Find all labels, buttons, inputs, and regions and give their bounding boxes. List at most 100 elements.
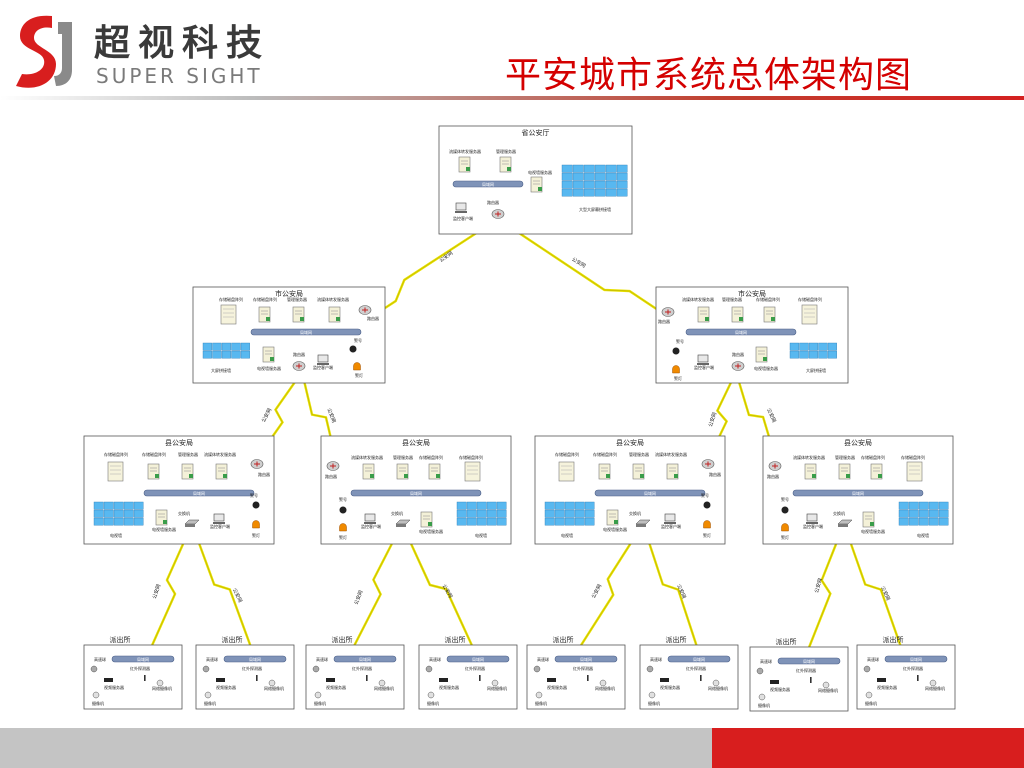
police-station-3: 高速球局域网红外探测器视频服务器网络摄像机摄像机 — [305, 644, 405, 710]
monitor-screen — [455, 202, 467, 211]
server-led — [763, 357, 767, 361]
video-server-icon — [439, 678, 448, 682]
server-icon — [755, 346, 768, 363]
monitor-screen — [664, 513, 676, 522]
switch-icon — [184, 519, 200, 527]
city-node-right: 市公安局流媒体转发服务器管理服务器存储磁盘阵列存储磁盘阵列局域网路由器警号警灯监… — [655, 286, 849, 384]
node-frame — [856, 644, 956, 710]
dome-camera-icon — [425, 665, 433, 673]
network-link-edge — [843, 523, 903, 651]
switch-icon — [635, 519, 651, 527]
server-led — [336, 317, 340, 321]
screen-panel — [938, 501, 949, 510]
server-led — [436, 474, 440, 478]
network-links: 公安网公安网公安网公安网公安网公安网公安网公安网公安网公安网公安网公安网公安网公… — [148, 217, 904, 651]
label: 监控客户端 — [313, 364, 333, 370]
label: 摄像机 — [314, 700, 326, 706]
node-title: 县公安局 — [165, 438, 193, 447]
server-body — [666, 463, 679, 480]
screen-panel — [616, 188, 628, 197]
screen-panel — [561, 164, 573, 173]
screen-panel — [466, 501, 477, 510]
screen-panel — [583, 180, 595, 189]
node-frame — [639, 644, 739, 710]
keyboard — [455, 211, 467, 213]
tvwall-icon — [456, 501, 507, 526]
label: 流媒体转发服务器 — [204, 451, 236, 457]
label: 网络摄像机 — [152, 685, 172, 691]
server-body — [598, 463, 611, 480]
switch-front — [838, 524, 848, 527]
server-led — [771, 317, 775, 321]
lan-label: 局域网 — [359, 656, 371, 662]
link-label: 公安网 — [441, 583, 455, 600]
screen-panel — [133, 509, 144, 518]
router-icon — [491, 209, 505, 219]
screen-panel — [212, 342, 222, 351]
warning-light-icon — [703, 520, 711, 529]
label: 网络摄像机 — [487, 685, 507, 691]
monitor-client-icon — [317, 354, 329, 365]
server-icon — [155, 509, 168, 526]
label: 大屏拼接墙 — [211, 367, 231, 373]
storage-body — [906, 461, 923, 482]
server-icon — [420, 511, 433, 528]
infrared-icon — [587, 675, 589, 681]
screen-panel — [583, 164, 595, 173]
lan-label: 局域网 — [910, 656, 922, 662]
screen-panel — [808, 342, 818, 351]
link-label: 公安网 — [590, 583, 603, 600]
camera-icon — [865, 691, 873, 699]
screen-panel — [799, 342, 809, 351]
screen-panel — [808, 350, 818, 359]
lan-label: 局域网 — [482, 181, 494, 187]
server-body — [420, 511, 433, 528]
label: 流媒体转发服务器 — [317, 296, 349, 302]
monitor-screen — [364, 513, 376, 522]
server-body — [181, 463, 194, 480]
label: 路由器 — [293, 351, 305, 357]
screen-panel — [605, 172, 617, 181]
screen-panel — [456, 517, 467, 526]
screen-panel — [594, 180, 606, 189]
label: 网络摄像机 — [264, 685, 284, 691]
label: 路由器 — [732, 351, 744, 357]
screen-panel — [928, 501, 939, 510]
server-led — [614, 520, 618, 524]
lan-bar — [554, 655, 618, 663]
lan-label: 局域网 — [644, 490, 656, 496]
server-body — [499, 156, 512, 173]
server-icon — [804, 463, 817, 480]
label: 存储磁盘阵列 — [756, 296, 780, 302]
screen-panel — [486, 517, 497, 526]
screen-panel — [231, 342, 241, 351]
label: 视频服务器 — [326, 684, 346, 690]
lan-label: 局域网 — [803, 658, 815, 664]
keyboard — [317, 363, 329, 365]
label: 电视墙服务器 — [603, 526, 627, 532]
label: 摄像机 — [535, 700, 547, 706]
infrared-icon — [256, 675, 258, 681]
label: 流媒体转发服务器 — [682, 296, 714, 302]
lan-bar — [143, 489, 255, 497]
link-label: 公安网 — [707, 411, 718, 427]
network-link-edge — [401, 523, 475, 651]
server-led — [466, 167, 470, 171]
label: 摄像机 — [204, 700, 216, 706]
police-station-5: 高速球局域网红外探测器视频服务器网络摄像机摄像机 — [526, 644, 626, 710]
label: 电视墙 — [917, 532, 929, 538]
label: 路由器 — [258, 471, 270, 477]
node-frame — [305, 644, 405, 710]
logo-english-name: SUPER SIGHT — [96, 64, 263, 88]
label: 电视墙服务器 — [152, 526, 176, 532]
stream-server-label: 流媒体转发服务器 — [449, 148, 481, 154]
label: 存储磁盘阵列 — [901, 454, 925, 460]
netcam-icon — [491, 679, 499, 687]
screen-panel — [240, 350, 250, 359]
label: 网络摄像机 — [818, 687, 838, 693]
lan-bar — [452, 180, 524, 188]
server-led — [538, 187, 542, 191]
screen-panel — [103, 509, 114, 518]
label: 交换机 — [833, 510, 845, 516]
server-icon — [838, 463, 851, 480]
